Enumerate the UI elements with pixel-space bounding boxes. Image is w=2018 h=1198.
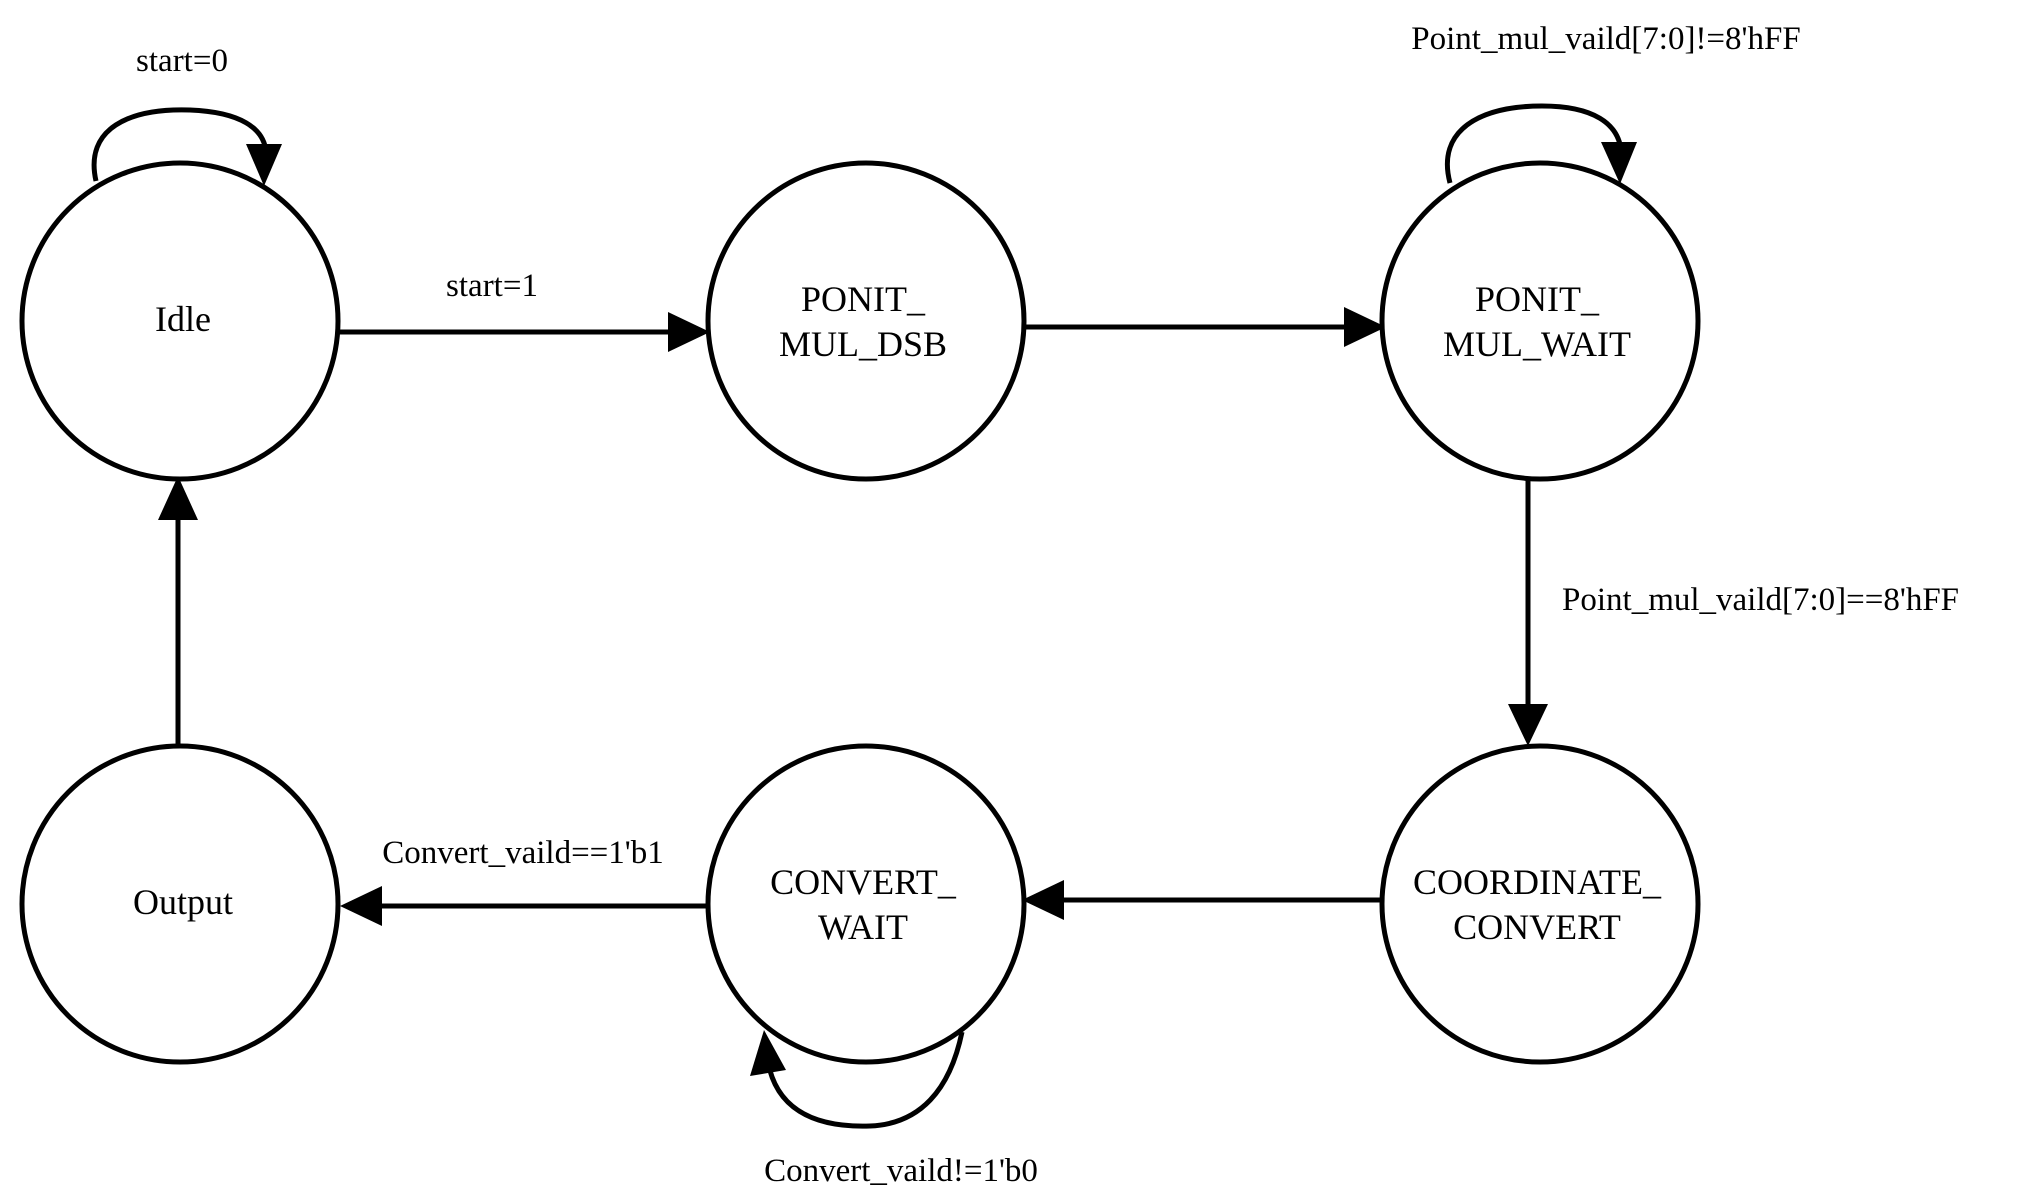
arrowhead-mul-wait-self-loop	[1601, 142, 1637, 184]
state-convert-wait-label-line1: CONVERT_	[770, 862, 957, 902]
state-idle-label: Idle	[155, 299, 211, 339]
arrowhead-output-to-idle	[158, 476, 198, 520]
state-idle	[19, 160, 341, 482]
arrowhead-idle-to-mul-dsb	[668, 312, 710, 352]
transition-idle-to-dsb-label: start=1	[446, 268, 538, 304]
arrowhead-convert-wait-self-loop	[750, 1030, 786, 1076]
state-mul-dsb	[705, 160, 1027, 482]
state-coord-convert-label-line2: CONVERT	[1453, 907, 1621, 947]
arrowhead-mul-dsb-to-mul-wait	[1344, 307, 1386, 347]
edge-convert-wait-self-loop	[765, 1031, 965, 1129]
arrowhead-mul-wait-to-coord-convert	[1508, 704, 1548, 746]
state-coord-convert-label-line1: COORDINATE_	[1413, 862, 1662, 902]
state-mul-dsb-label-line2: MUL_DSB	[779, 324, 947, 364]
state-mul-wait-label-line1: PONIT_	[1475, 279, 1600, 319]
transition-convert-to-output-label: Convert_vaild==1'b1	[382, 835, 663, 871]
arrowhead-idle-self-loop	[246, 144, 282, 186]
arrowhead-coord-convert-to-convert-wait	[1022, 880, 1064, 920]
state-convert-wait-label-line2: WAIT	[818, 907, 908, 947]
state-output-label: Output	[133, 882, 233, 922]
state-mul-wait-label-line2: MUL_WAIT	[1443, 324, 1631, 364]
arrowhead-convert-wait-to-output	[340, 886, 382, 926]
state-mul-wait	[1379, 160, 1701, 482]
transition-idle-self-label: start=0	[136, 43, 228, 79]
state-convert-wait	[705, 743, 1027, 1065]
edge-mul-wait-self-loop	[1445, 103, 1624, 184]
state-mul-dsb-label-line1: PONIT_	[801, 279, 926, 319]
transition-wait-to-coord-label: Point_mul_vaild[7:0]==8'hFF	[1562, 582, 1959, 618]
state-coord-convert	[1379, 743, 1701, 1065]
state-output	[19, 743, 341, 1065]
transition-convert-self-label: Convert_vaild!=1'b0	[764, 1153, 1038, 1189]
edge-idle-self-loop	[91, 107, 269, 182]
transition-wait-self-label: Point_mul_vaild[7:0]!=8'hFF	[1411, 21, 1800, 57]
